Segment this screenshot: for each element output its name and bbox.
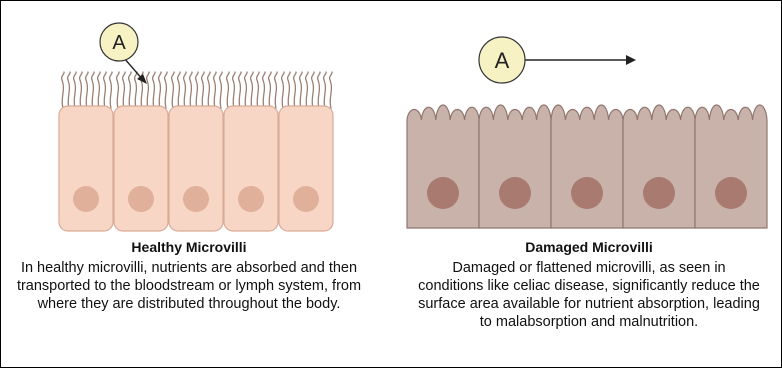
damaged-cell bbox=[479, 105, 551, 228]
healthy-villus bbox=[190, 72, 193, 108]
healthy-nucleus bbox=[128, 186, 154, 212]
healthy-villus bbox=[123, 72, 126, 108]
healthy-villus bbox=[202, 72, 205, 108]
damaged-cell bbox=[551, 105, 623, 228]
healthy-villi bbox=[62, 72, 333, 108]
healthy-cell bbox=[169, 106, 223, 231]
healthy-villus bbox=[68, 72, 71, 108]
healthy-villus bbox=[92, 72, 95, 108]
damaged-cell bbox=[623, 105, 695, 228]
healthy-villus bbox=[129, 72, 132, 108]
healthy-description: In healthy microvilli, nutrients are abs… bbox=[14, 259, 364, 313]
healthy-villus bbox=[282, 72, 285, 108]
healthy-villus bbox=[104, 72, 107, 108]
healthy-villus bbox=[312, 72, 315, 108]
healthy-villus bbox=[178, 72, 181, 108]
healthy-caption: Healthy Microvilli In healthy microvilli… bbox=[14, 238, 364, 313]
healthy-villus bbox=[159, 72, 162, 108]
healthy-villus bbox=[306, 72, 309, 108]
damaged-nucleus bbox=[571, 177, 603, 209]
healthy-nucleus bbox=[238, 186, 264, 212]
healthy-villus bbox=[239, 72, 242, 108]
healthy-villus bbox=[86, 72, 89, 108]
healthy-villus bbox=[245, 72, 248, 108]
healthy-villus bbox=[110, 72, 113, 108]
healthy-villus bbox=[330, 72, 333, 108]
healthy-cell bbox=[59, 106, 113, 231]
healthy-nucleus bbox=[73, 186, 99, 212]
damaged-nucleus bbox=[499, 177, 531, 209]
damaged-nucleus bbox=[427, 177, 459, 209]
damaged-title: Damaged Microvilli bbox=[418, 238, 760, 256]
damaged-description: Damaged or flattened microvilli, as seen… bbox=[418, 259, 760, 331]
healthy-title: Healthy Microvilli bbox=[14, 238, 364, 256]
healthy-villus bbox=[324, 72, 327, 108]
damaged-nucleus bbox=[715, 177, 747, 209]
healthy-villus bbox=[80, 72, 83, 108]
healthy-villus bbox=[269, 72, 272, 108]
healthy-villus bbox=[318, 72, 321, 108]
healthy-nucleus bbox=[293, 186, 319, 212]
healthy-cells bbox=[59, 106, 333, 231]
damaged-marker-arrowhead bbox=[626, 55, 636, 65]
damaged-microvilli-illustration bbox=[407, 105, 767, 228]
healthy-villus bbox=[275, 72, 278, 108]
healthy-villus bbox=[214, 72, 217, 108]
damaged-cell bbox=[695, 105, 767, 228]
healthy-villus bbox=[165, 72, 168, 108]
healthy-nucleus bbox=[183, 186, 209, 212]
healthy-marker-label: A bbox=[112, 32, 126, 54]
healthy-cell bbox=[114, 106, 168, 231]
healthy-villus bbox=[147, 72, 150, 108]
healthy-cell bbox=[279, 106, 333, 231]
healthy-villus bbox=[294, 72, 297, 108]
healthy-villus bbox=[220, 72, 223, 108]
damaged-nucleus bbox=[643, 177, 675, 209]
healthy-villus bbox=[208, 72, 211, 108]
healthy-villus bbox=[251, 72, 254, 108]
healthy-villus bbox=[300, 72, 303, 108]
damaged-marker: A bbox=[479, 37, 636, 83]
healthy-villus bbox=[62, 72, 65, 108]
healthy-villus bbox=[153, 72, 156, 108]
healthy-villus bbox=[196, 72, 199, 108]
healthy-villus bbox=[117, 72, 120, 108]
damaged-marker-label: A bbox=[495, 48, 510, 73]
healthy-villus bbox=[263, 72, 266, 108]
healthy-villus bbox=[98, 72, 101, 108]
healthy-villus bbox=[172, 72, 175, 108]
healthy-villus bbox=[184, 72, 187, 108]
damaged-cell bbox=[407, 105, 479, 228]
healthy-villus bbox=[227, 72, 230, 108]
damaged-caption: Damaged Microvilli Damaged or flattened … bbox=[418, 238, 760, 331]
healthy-villus bbox=[74, 72, 77, 108]
damaged-cells bbox=[407, 105, 767, 228]
healthy-villus bbox=[135, 72, 138, 108]
healthy-villus bbox=[257, 72, 260, 108]
healthy-microvilli-illustration bbox=[59, 72, 333, 231]
healthy-cell bbox=[224, 106, 278, 231]
healthy-villus bbox=[288, 72, 291, 108]
healthy-villus bbox=[233, 72, 236, 108]
